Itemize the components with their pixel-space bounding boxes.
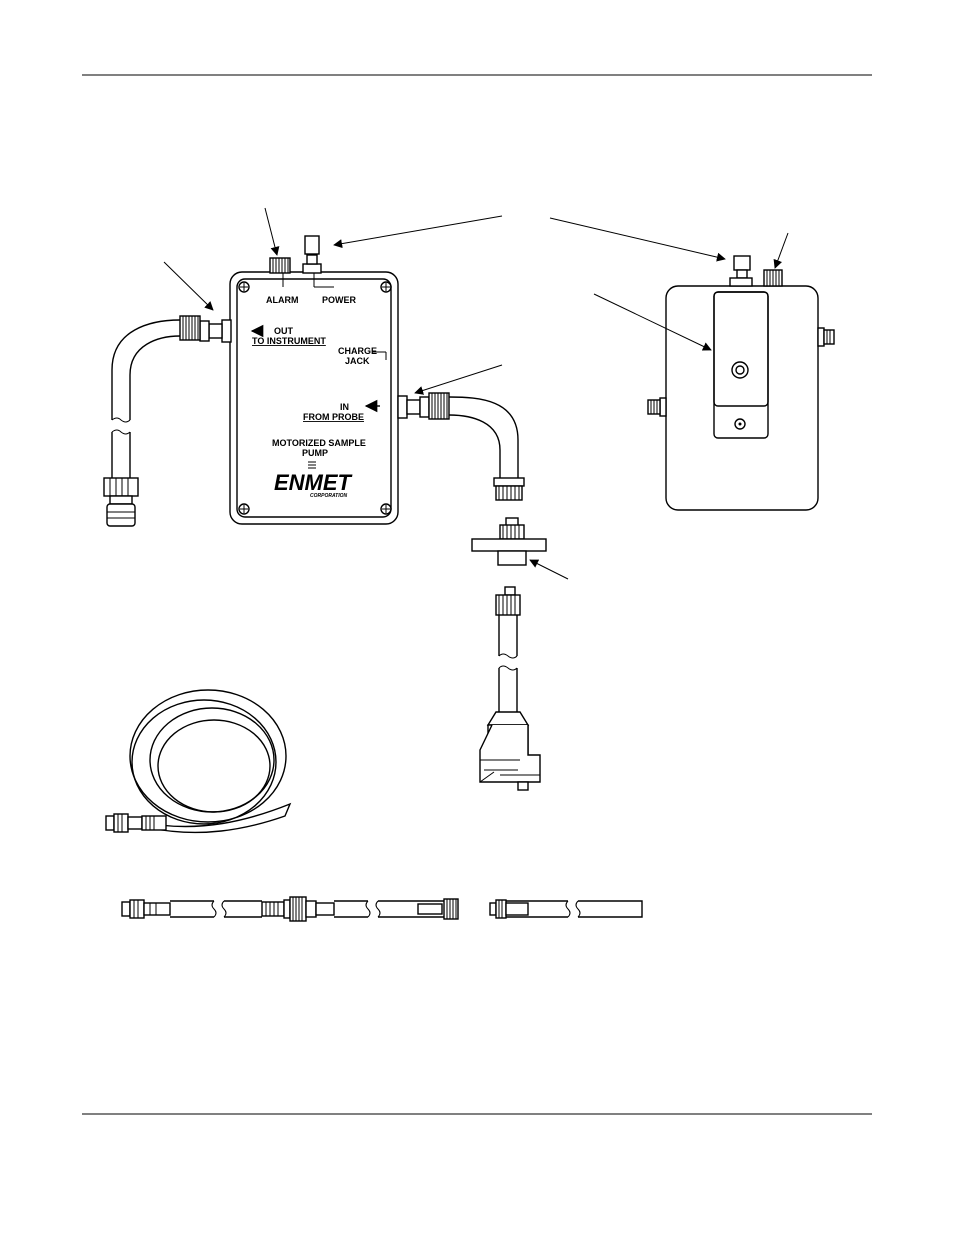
alarm-label: ALARM <box>266 295 299 305</box>
back-side-fittings <box>647 327 835 417</box>
back-power-switch <box>729 255 753 287</box>
logo-name: ENMET <box>274 470 353 495</box>
outlet-tubing <box>103 319 181 527</box>
jack-label: JACK <box>345 356 370 366</box>
logo-subtitle: CORPORATION <box>310 493 348 499</box>
corner-screws <box>238 281 392 515</box>
belt-clip <box>713 291 769 439</box>
to-instrument-label: TO INSTRUMENT <box>252 336 326 346</box>
back-alarm-knob <box>763 269 783 287</box>
inlet-tubing <box>448 396 525 501</box>
tube-section-1 <box>121 899 217 919</box>
coiled-tubing <box>105 689 292 834</box>
in-fitting <box>397 392 450 420</box>
power-label: POWER <box>322 295 357 305</box>
probe-handle <box>479 711 541 791</box>
charge-label: CHARGE <box>338 346 377 356</box>
enmet-logo: ENMET CORPORATION <box>274 461 353 499</box>
probe-tubing <box>495 586 521 712</box>
callout-arrows <box>163 207 789 580</box>
power-switch <box>302 235 322 274</box>
from-probe-label: FROM PROBE <box>303 412 364 422</box>
alarm-knob <box>269 257 291 274</box>
inline-filter <box>471 517 547 566</box>
out-fitting <box>179 315 232 343</box>
pump-title-line2: PUMP <box>302 448 328 458</box>
tube-section-2 <box>221 896 371 922</box>
tube-section-3 <box>375 898 459 920</box>
pump-back-view <box>647 255 835 511</box>
pump-front-view: ALARM POWER OUT TO INSTRUMENT CHARGE JAC… <box>229 235 399 525</box>
in-label: IN <box>340 402 349 412</box>
out-label: OUT <box>274 326 294 336</box>
pump-title-line1: MOTORIZED SAMPLE <box>272 438 366 448</box>
tube-section-4 <box>489 899 643 919</box>
